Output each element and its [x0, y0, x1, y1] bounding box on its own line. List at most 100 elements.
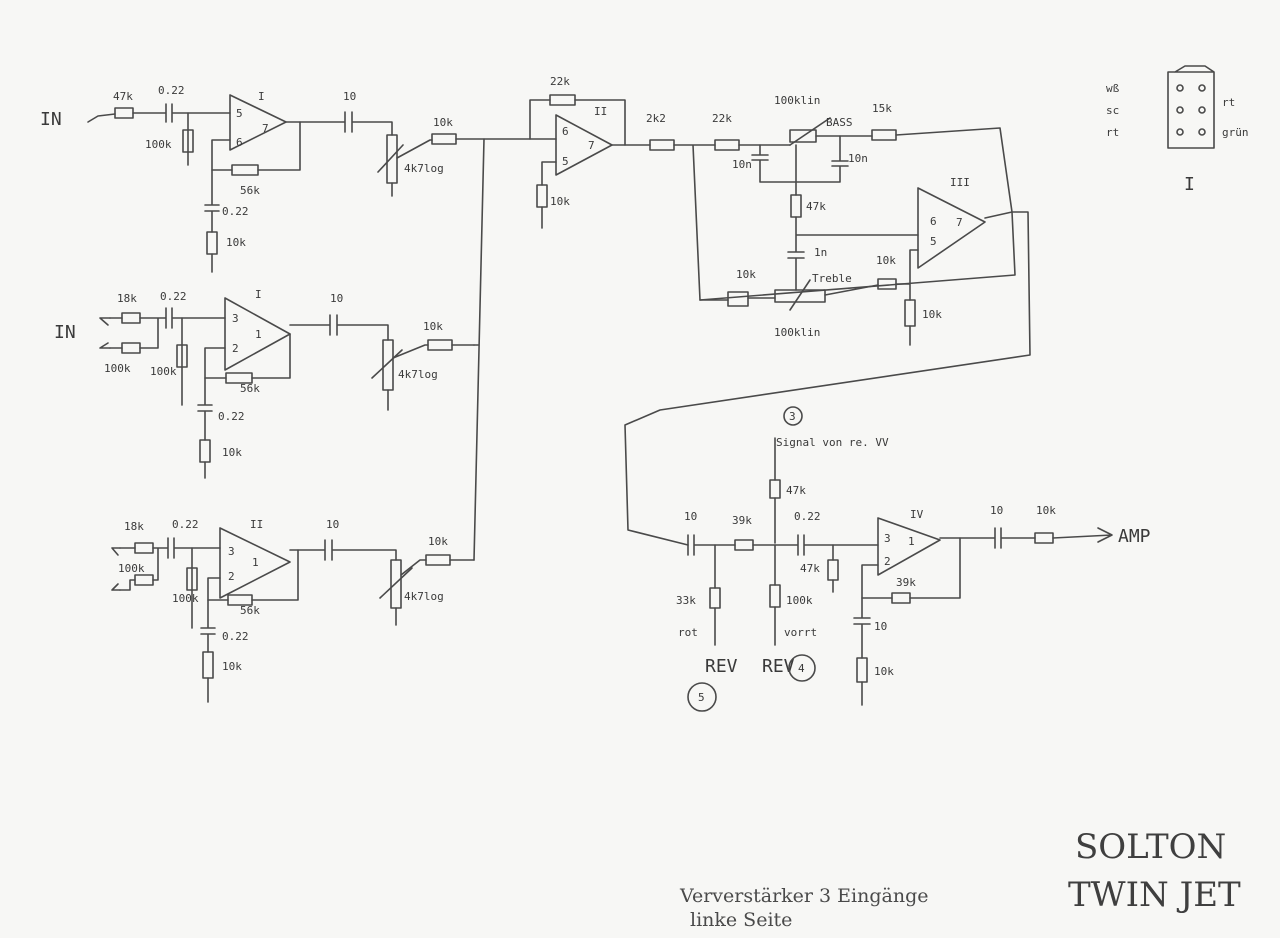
- label-c-in: 0.22: [160, 290, 187, 303]
- label-r-gnd: 10k: [550, 195, 570, 208]
- resistor-10k-out: [1034, 532, 1054, 544]
- label-pot: 4k7log: [404, 590, 444, 603]
- pin-row-3: rt: [1106, 126, 1119, 139]
- label-c-fb: 10: [874, 620, 887, 633]
- label-r-mix: 10k: [423, 320, 443, 333]
- label-c-out: 10: [330, 292, 343, 305]
- label-r-gnd: 10k: [922, 308, 942, 321]
- opamp-label-6: IV: [910, 508, 924, 521]
- label-treble-pot: 100klin: [774, 326, 820, 339]
- label-c-gnd: 0.22: [218, 410, 245, 423]
- resistor-100k-bias: [176, 344, 188, 368]
- label-r-mix: 10k: [433, 116, 453, 129]
- pin: 1: [255, 328, 262, 341]
- note-line-2: linke Seite: [690, 909, 792, 931]
- label-r-in1: 18k: [124, 520, 144, 533]
- pin-row-1: wß: [1106, 82, 1120, 95]
- resistor-10k-gnd: [199, 439, 211, 463]
- opamp-6: [877, 517, 941, 576]
- pin: 5: [236, 107, 243, 120]
- resistor-22k: [714, 139, 740, 151]
- label-c-b: 0.22: [794, 510, 821, 523]
- rev-in-label: Signal von re. VV: [776, 436, 889, 449]
- resistor-100k-bias: [182, 129, 194, 153]
- resistor-100k-in: [134, 574, 154, 586]
- resistor-18k: [134, 542, 154, 554]
- label-r-fb-gnd: 10k: [874, 665, 894, 678]
- label-c-out: 10: [990, 504, 1003, 517]
- mix-bus: [473, 138, 485, 561]
- rev-return-label: REV: [762, 656, 795, 677]
- label-c-in: 0.22: [158, 84, 185, 97]
- opamp-label-1: I: [258, 90, 265, 103]
- resistor-2k2: [649, 139, 675, 151]
- resistor-10k-gnd: [904, 299, 916, 327]
- label-r-bias: 100k: [145, 138, 172, 151]
- resistor-10k-mix-2: [427, 339, 453, 351]
- note-line-1: Ververstärker 3 Eingänge: [679, 885, 928, 907]
- channel-1: IN 47k 0.22 100k I 5 6 7 56k 0.22 10k 10…: [40, 84, 531, 273]
- rev-return-number: 4: [798, 662, 805, 675]
- label-r-fb: 56k: [240, 604, 260, 617]
- pin: 3: [228, 545, 235, 558]
- pot-4k7log-2: [382, 339, 394, 391]
- label-r-gnd: 10k: [222, 660, 242, 673]
- capacitor-in: [132, 103, 231, 123]
- label-r-b: 15k: [872, 102, 892, 115]
- pinout-label: I: [1184, 174, 1195, 195]
- label-r-gnd: 10k: [222, 446, 242, 459]
- label-r-bias: 100k: [150, 365, 177, 378]
- resistor-10k-mix-1: [431, 133, 457, 145]
- rev-in-number: 3: [789, 410, 796, 423]
- node-marker-5: [687, 682, 717, 712]
- input-label-1: IN: [40, 109, 62, 130]
- label-pot: 4k7log: [398, 368, 438, 381]
- title-line-1: SOLTON: [1075, 827, 1226, 867]
- label-c-b: 10n: [848, 152, 868, 165]
- title-line-2: TWIN JET: [1068, 875, 1241, 915]
- resistor-47k: [114, 107, 134, 119]
- label-r-fb: 56k: [240, 184, 260, 197]
- pin: 3: [232, 312, 239, 325]
- resistor-39k-fb: [891, 592, 911, 604]
- label-r-mix: 10k: [428, 535, 448, 548]
- pin: 7: [588, 139, 595, 152]
- input-label-2: IN: [54, 322, 76, 343]
- wire-color-a: rot: [678, 626, 698, 639]
- resistor-10k-fb-gnd: [856, 657, 868, 683]
- pot-4k7log-1: [386, 134, 398, 184]
- pin: 1: [252, 556, 259, 569]
- resistor-33k: [709, 587, 721, 609]
- channel-2: IN 18k 100k 0.22 100k I 3 2 1 56k 0.22 1…: [54, 288, 475, 479]
- pin: 1: [908, 535, 915, 548]
- resistor-18k: [121, 312, 141, 324]
- pin-row-2: sc: [1106, 104, 1119, 117]
- label-c-in: 10: [684, 510, 697, 523]
- label-r-rev-in: 47k: [786, 484, 806, 497]
- pin-right-1: rt: [1222, 96, 1235, 109]
- label-c-in: 0.22: [172, 518, 199, 531]
- label-r-in: 2k2: [646, 112, 666, 125]
- label-r-out: 10k: [1036, 504, 1056, 517]
- node-marker-4: [788, 654, 816, 682]
- label-r-in: 47k: [113, 90, 133, 103]
- label-r-fb: 56k: [240, 382, 260, 395]
- resistor-10k-gnd: [536, 184, 548, 208]
- resistor-56k-fb: [225, 372, 253, 384]
- resistor-10k-gnd: [202, 651, 214, 679]
- output-label: AMP: [1118, 526, 1151, 547]
- label-r-fb: 22k: [550, 75, 570, 88]
- label-bass-pot: 100klin: [774, 94, 820, 107]
- label-r-to-rev: 33k: [676, 594, 696, 607]
- resistor-22k-fb: [549, 94, 576, 106]
- opamp-2: [224, 297, 291, 371]
- label-r-bias: 100k: [172, 592, 199, 605]
- pin: 6: [562, 125, 569, 138]
- pin: 7: [262, 122, 269, 135]
- pin: 5: [562, 155, 569, 168]
- arrow-icon: [1052, 527, 1113, 543]
- label-r-in1: 18k: [117, 292, 137, 305]
- pinout-box: wß sc rt rt grün I: [1106, 65, 1249, 195]
- resistor-39k: [734, 539, 754, 551]
